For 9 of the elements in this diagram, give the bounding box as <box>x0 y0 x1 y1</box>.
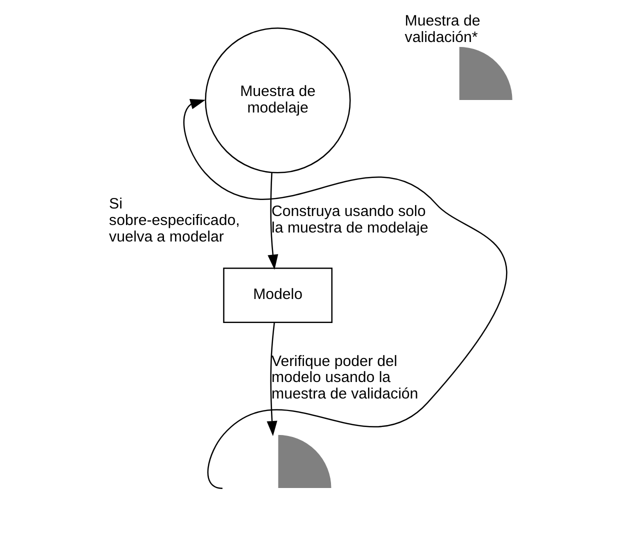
arrow <box>268 172 278 270</box>
edge-label: Construya usando solo la muestra de modelaje <box>272 203 428 237</box>
node-box: Modelo <box>223 268 333 323</box>
arrow <box>183 98 507 489</box>
node-label: Muestra de validación* <box>404 12 480 46</box>
edge-label: Verifique poder del modelo usando la muestra de validación <box>272 352 418 403</box>
node-circle: Muestra de modelaje <box>204 27 351 174</box>
arrow <box>266 322 278 436</box>
edge-label: Si sobre-especificado, vuelva a modelar <box>109 196 240 246</box>
